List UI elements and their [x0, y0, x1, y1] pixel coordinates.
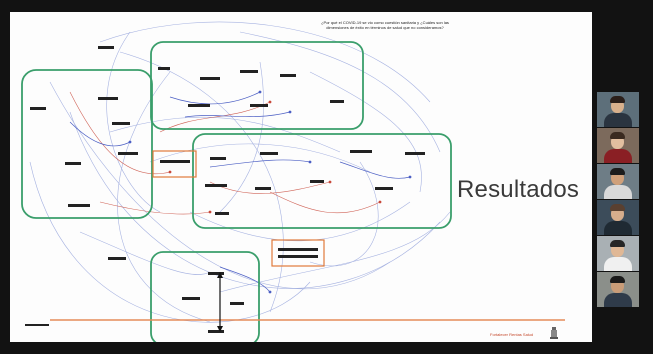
node	[182, 297, 200, 300]
node	[278, 248, 318, 251]
participant-hair	[610, 204, 625, 211]
slide-question-text: ¿Por qué el COVID-19 se vio como cuestió…	[321, 20, 449, 30]
participant-6-video-tile[interactable]	[597, 272, 639, 307]
node	[188, 104, 210, 107]
node	[112, 122, 130, 125]
node	[208, 330, 224, 333]
participant-4-video-tile[interactable]	[597, 200, 639, 235]
node	[240, 70, 258, 73]
participant-hair	[610, 96, 625, 103]
node	[405, 152, 425, 155]
participant-body	[604, 221, 632, 235]
slide-side-title: Resultados	[457, 176, 580, 203]
node	[310, 180, 324, 183]
diagram-connections	[29, 21, 451, 323]
diagram-connections-red	[69, 91, 381, 215]
node	[215, 212, 229, 215]
presentation-slide: ¿Por qué el COVID-19 se vio como cuestió…	[10, 12, 592, 342]
diagram-arrowheads	[128, 90, 412, 294]
node	[108, 257, 126, 260]
participant-body	[604, 113, 632, 127]
participant-hair	[610, 276, 625, 283]
participant-body	[604, 257, 632, 271]
node	[98, 46, 114, 49]
highlight-box-lower	[271, 239, 325, 267]
node	[25, 324, 49, 326]
node	[230, 302, 244, 305]
diagram-groups	[21, 41, 452, 342]
node	[278, 255, 318, 258]
slide-footer-brand: Fortalecer Rentas Salud	[490, 332, 534, 337]
video-participants-panel	[597, 92, 641, 308]
participant-body	[604, 293, 632, 307]
diagram-arrowheads-red	[168, 100, 382, 214]
node	[350, 150, 372, 153]
group-box-bottom	[150, 251, 260, 342]
participant-2-video-tile[interactable]	[597, 128, 639, 163]
node	[98, 97, 118, 100]
node	[30, 107, 46, 110]
group-box-left	[21, 69, 153, 219]
highlight-box-center	[152, 150, 197, 178]
participant-5-video-tile[interactable]	[597, 236, 639, 271]
node	[160, 160, 190, 163]
node	[118, 152, 138, 155]
node	[255, 187, 271, 190]
diagram-nodes	[25, 46, 425, 333]
vertical-arrow	[217, 272, 223, 332]
node	[210, 157, 226, 160]
node	[68, 204, 90, 207]
node	[205, 184, 227, 187]
node	[65, 162, 81, 165]
participant-3-video-tile[interactable]	[597, 164, 639, 199]
group-box-results	[192, 133, 452, 229]
participant-body	[604, 149, 632, 163]
participant-1-video-tile[interactable]	[597, 92, 639, 127]
causal-loop-diagram	[21, 21, 565, 342]
group-box-top	[150, 41, 364, 130]
node	[158, 67, 170, 70]
participant-hair	[610, 240, 625, 247]
node	[330, 100, 344, 103]
diagram-highlights	[152, 150, 325, 267]
participant-hair	[610, 168, 625, 175]
node	[208, 272, 224, 275]
node	[200, 77, 220, 80]
node	[280, 74, 296, 77]
node	[250, 104, 268, 107]
node	[260, 152, 278, 155]
participant-hair	[610, 132, 625, 139]
node	[375, 187, 393, 190]
participant-body	[604, 185, 632, 199]
institution-logo-icon	[550, 327, 558, 339]
